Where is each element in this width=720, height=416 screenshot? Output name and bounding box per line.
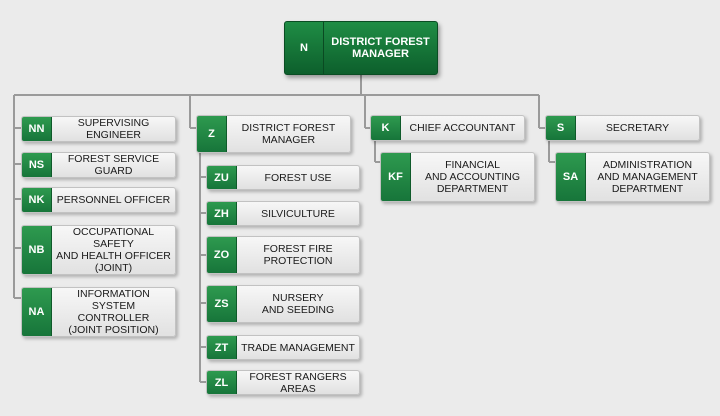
node-label: SUPERVISING ENGINEER xyxy=(77,117,150,141)
node-zo[interactable]: ZO FOREST FIRE PROTECTION xyxy=(206,236,360,274)
node-label: DISTRICT FOREST MANAGER xyxy=(241,122,336,146)
node-code: ZO xyxy=(207,237,237,273)
node-code: NS xyxy=(22,153,52,177)
node-label: TRADE MANAGEMENT xyxy=(241,341,355,354)
node-zu[interactable]: ZU FOREST USE xyxy=(206,165,360,190)
node-label: PERSONNEL OFFICER xyxy=(56,194,171,206)
node-code: ZS xyxy=(207,286,237,322)
node-k[interactable]: K CHIEF ACCOUNTANT xyxy=(370,115,525,141)
node-label: ADMINISTRATION AND MANAGEMENT DEPARTMENT xyxy=(597,159,698,195)
node-code: Z xyxy=(197,116,227,152)
node-ns[interactable]: NS FOREST SERVICE GUARD xyxy=(21,152,176,178)
node-z[interactable]: Z DISTRICT FOREST MANAGER xyxy=(196,115,351,153)
node-code: S xyxy=(546,116,576,140)
node-code: NN xyxy=(22,117,52,141)
node-label: FOREST SERVICE GUARD xyxy=(67,153,160,177)
node-code: N xyxy=(285,22,324,74)
node-zh[interactable]: ZH SILVICULTURE xyxy=(206,201,360,226)
node-code: ZU xyxy=(207,166,237,189)
node-kf[interactable]: KF FINANCIAL AND ACCOUNTING DEPARTMENT xyxy=(380,152,535,202)
node-zt[interactable]: ZT TRADE MANAGEMENT xyxy=(206,335,360,360)
node-nb[interactable]: NB OCCUPATIONAL SAFETY AND HEALTH OFFICE… xyxy=(21,225,176,275)
node-code: ZL xyxy=(207,371,237,394)
node-label: FINANCIAL AND ACCOUNTING DEPARTMENT xyxy=(424,159,521,195)
node-code: ZT xyxy=(207,336,237,359)
node-nn[interactable]: NN SUPERVISING ENGINEER xyxy=(21,116,176,142)
node-zs[interactable]: ZS NURSERY AND SEEDING xyxy=(206,285,360,323)
node-label: SILVICULTURE xyxy=(261,207,335,220)
node-zl[interactable]: ZL FOREST RANGERS AREAS xyxy=(206,370,360,395)
node-sa[interactable]: SA ADMINISTRATION AND MANAGEMENT DEPARTM… xyxy=(555,152,710,202)
node-code: NA xyxy=(22,288,52,336)
node-label: NURSERY AND SEEDING xyxy=(261,292,335,316)
node-label: FOREST USE xyxy=(264,171,332,184)
node-label: FOREST FIRE PROTECTION xyxy=(263,243,333,267)
node-label: DISTRICT FOREST MANAGER xyxy=(331,36,430,60)
node-s[interactable]: S SECRETARY xyxy=(545,115,700,141)
node-code: ZH xyxy=(207,202,237,225)
node-label: INFORMATION SYSTEM CONTROLLER (JOINT POS… xyxy=(68,288,159,336)
node-code: KF xyxy=(381,153,411,201)
node-label: FOREST RANGERS AREAS xyxy=(249,370,347,395)
node-label: CHIEF ACCOUNTANT xyxy=(409,122,516,134)
node-code: K xyxy=(371,116,401,140)
node-code: NB xyxy=(22,226,52,274)
node-na[interactable]: NA INFORMATION SYSTEM CONTROLLER (JOINT … xyxy=(21,287,176,337)
node-nk[interactable]: NK PERSONNEL OFFICER xyxy=(21,187,176,213)
node-label: SECRETARY xyxy=(605,122,670,134)
root-node[interactable]: N DISTRICT FOREST MANAGER xyxy=(284,21,438,75)
node-label: OCCUPATIONAL SAFETY AND HEALTH OFFICER (… xyxy=(56,226,171,274)
node-code: SA xyxy=(556,153,586,201)
node-code: NK xyxy=(22,188,52,212)
